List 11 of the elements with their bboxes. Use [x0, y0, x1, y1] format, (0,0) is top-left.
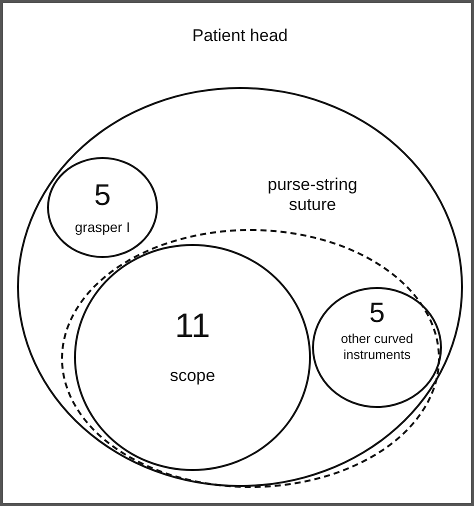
region-label: Patient head — [191, 26, 289, 46]
instrument-label: grasper I — [74, 219, 132, 236]
instrument-label: scope — [168, 366, 216, 386]
instrument-label: other curved instruments — [340, 331, 414, 362]
instruments-circle — [312, 287, 442, 408]
scope-circle — [74, 244, 311, 471]
count-number: 5 — [93, 181, 112, 211]
count-number: 5 — [368, 299, 386, 327]
count-number: 11 — [174, 309, 212, 343]
grasper-circle — [47, 157, 158, 258]
region-label: purse-string suture — [266, 175, 358, 214]
